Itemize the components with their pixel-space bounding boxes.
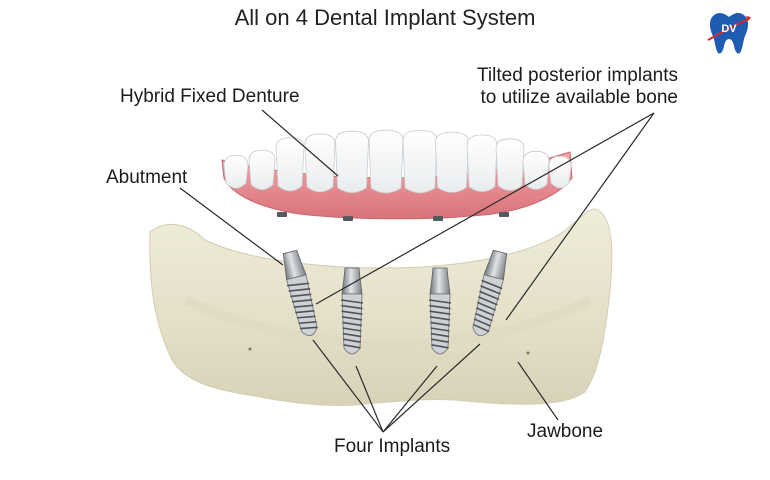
- tooth: [402, 129, 438, 194]
- tooth: [522, 150, 550, 190]
- label-four-implants: Four Implants: [334, 436, 451, 457]
- tooth: [368, 129, 404, 194]
- tooth: [304, 133, 336, 193]
- tooth-logo-icon: DV: [707, 13, 751, 54]
- tooth: [435, 131, 469, 193]
- implant: [282, 249, 318, 336]
- diagram-title: All on 4 Dental Implant System: [234, 5, 536, 30]
- tooth: [275, 137, 305, 192]
- four-implants: [282, 249, 508, 355]
- label-abutment: Abutment: [106, 167, 188, 188]
- tooth: [495, 138, 525, 191]
- tooth: [223, 154, 249, 189]
- label-tilted-posterior-implants: Tilted posterior implants to utilize ava…: [477, 65, 678, 109]
- label-tilted-line-2: to utilize available bone: [480, 87, 678, 108]
- label-jawbone: Jawbone: [527, 421, 604, 442]
- logo-text: DV: [721, 23, 737, 35]
- leader-lines: [179, 109, 655, 433]
- label-hybrid-fixed-denture: Hybrid Fixed Denture: [120, 86, 300, 107]
- implant: [428, 267, 452, 355]
- abutment: [429, 267, 451, 295]
- hybrid-denture: [221, 129, 573, 221]
- implant: [472, 249, 508, 336]
- abutment: [341, 267, 363, 295]
- tooth: [335, 130, 369, 194]
- tooth: [548, 155, 572, 189]
- tooth: [466, 134, 498, 193]
- jawbone-shape: [149, 208, 613, 406]
- label-tilted-line-1: Tilted posterior implants: [477, 65, 678, 86]
- implant: [340, 267, 364, 355]
- tooth: [248, 149, 276, 191]
